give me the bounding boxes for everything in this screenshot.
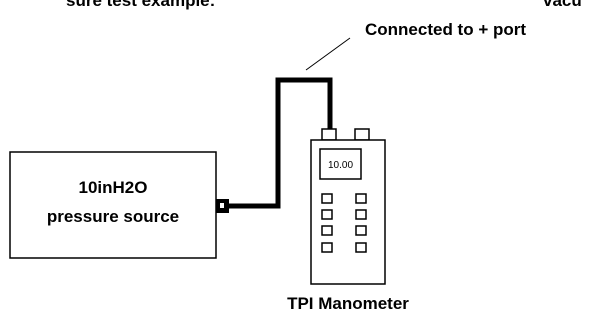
callout-leader-line <box>305 37 351 71</box>
keypad-button <box>321 193 333 204</box>
pressure-tube <box>228 77 333 209</box>
pressure-source-label-line1: 10inH2O <box>79 178 148 197</box>
manometer-display <box>319 148 362 180</box>
keypad-button <box>355 209 367 220</box>
pressure-source: 10inH2O pressure source <box>9 151 229 259</box>
negative-port <box>354 128 370 141</box>
tpi-manometer: 10.00 <box>310 128 386 285</box>
manometer-caption: TPI Manometer <box>287 294 409 313</box>
pressure-source-box <box>9 151 217 259</box>
keypad-button <box>355 242 367 253</box>
positive-port <box>321 128 337 141</box>
keypad-button <box>321 209 333 220</box>
keypad-button <box>321 242 333 253</box>
keypad-button <box>321 225 333 236</box>
heading-right: vacu <box>543 0 582 10</box>
heading-left: sure test example: <box>66 0 215 10</box>
keypad-button <box>355 193 367 204</box>
keypad-button <box>355 225 367 236</box>
callout-label: Connected to + port <box>365 20 526 39</box>
manometer-keypad <box>321 193 367 253</box>
display-reading: 10.00 <box>328 160 353 171</box>
pressure-source-label-line2: pressure source <box>47 207 179 226</box>
source-outlet-port-hole <box>220 203 224 208</box>
